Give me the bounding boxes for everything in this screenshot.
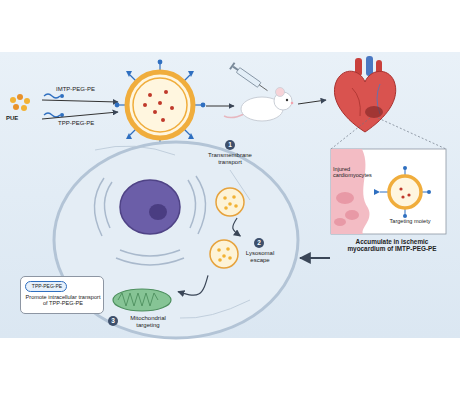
pill-label: TPP-PEG-PE (26, 284, 68, 290)
molecule-pill: TPP-PEG-PE (25, 281, 67, 292)
flow-arrow (206, 106, 234, 107)
note-text: Promote intracellular transport of TPP-P… (24, 294, 102, 307)
step-label: Lysosomal escape (240, 250, 280, 264)
vesicle-shape (200, 140, 260, 218)
inset-label: Targeting moiety (380, 218, 440, 224)
step-node: 1Transmembrane transport (200, 140, 260, 218)
heart (334, 56, 395, 132)
syringe (229, 62, 270, 94)
step-number: 1 (225, 140, 235, 150)
flow-connector (233, 218, 241, 236)
reagent-label: IMTP-PEG-PE (56, 86, 116, 93)
step-node: 3Mitochondrial targeting (106, 286, 178, 336)
step-node: 2Lysosomal escape (208, 236, 280, 276)
mitochondrion-shape (106, 286, 178, 336)
reagent-label: PUE (6, 115, 36, 122)
flow-connector (178, 275, 208, 295)
summary-note: Accumulate in ischemic myocardium of IMT… (336, 238, 448, 253)
note-box: Promote intracellular transport of TPP-P… (20, 276, 104, 314)
flow-arrow (298, 100, 326, 104)
zoom-inset (331, 118, 446, 234)
step-number: 2 (254, 238, 264, 248)
step-number: 3 (108, 316, 118, 326)
step-label: Transmembrane transport (200, 152, 260, 166)
inset-label: Injured cardiomyocytes (333, 166, 367, 179)
liposome (115, 60, 206, 151)
flow-arrow (300, 257, 330, 259)
background-panel (0, 52, 460, 338)
step-label: Mitochondrial targeting (120, 315, 176, 329)
pue-dots (10, 94, 30, 111)
reagent-label: TPP-PEG-PE (58, 120, 118, 127)
reagent-arrows (42, 94, 118, 119)
mouse (224, 88, 293, 122)
